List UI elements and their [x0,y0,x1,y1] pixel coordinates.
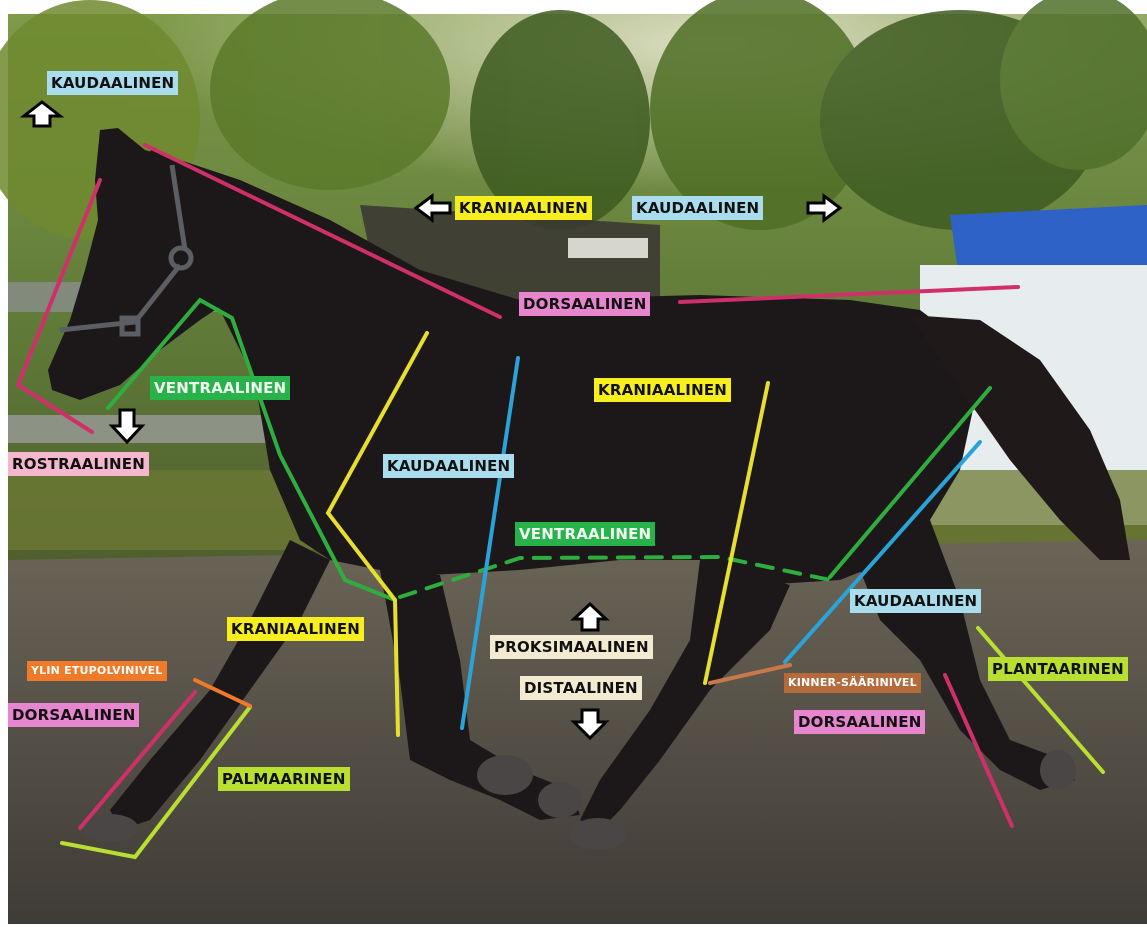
label-kaudaalinen-top: KAUDAALINEN [47,71,178,95]
label-distaalinen: DISTAALINEN [520,676,642,700]
label-dorsaalinen-back: DORSAALINEN [519,292,650,316]
label-kraniaalinen-body: KRANIAALINEN [594,378,731,402]
label-kaudaalinen-hind: KAUDAALINEN [850,589,981,613]
label-kraniaalinen-head: KRANIAALINEN [455,196,592,220]
label-kinner-saarinivel: KINNER-SÄÄRINIVEL [784,673,921,693]
label-dorsaalinen-front: DORSAALINEN [8,703,139,727]
label-dorsaalinen-hind: DORSAALINEN [794,710,925,734]
label-proksimaalinen: PROKSIMAALINEN [490,635,653,659]
label-rostraalinen: ROSTRAALINEN [8,452,149,476]
label-kaudaalinen-head: KAUDAALINEN [632,196,763,220]
label-plantaarinen: PLANTAARINEN [988,657,1128,681]
fence-rail-lower [8,415,278,443]
label-palmaarinen: PALMAARINEN [218,767,350,791]
label-ventraalinen-belly: VENTRAALINEN [515,522,655,546]
label-kraniaalinen-leg: KRANIAALINEN [227,617,364,641]
label-ylin-etupolvinivel: YLIN ETUPOLVINIVEL [27,661,167,681]
label-ventraalinen-neck: VENTRAALINEN [150,376,290,400]
label-kaudaalinen-body: KAUDAALINEN [383,454,514,478]
